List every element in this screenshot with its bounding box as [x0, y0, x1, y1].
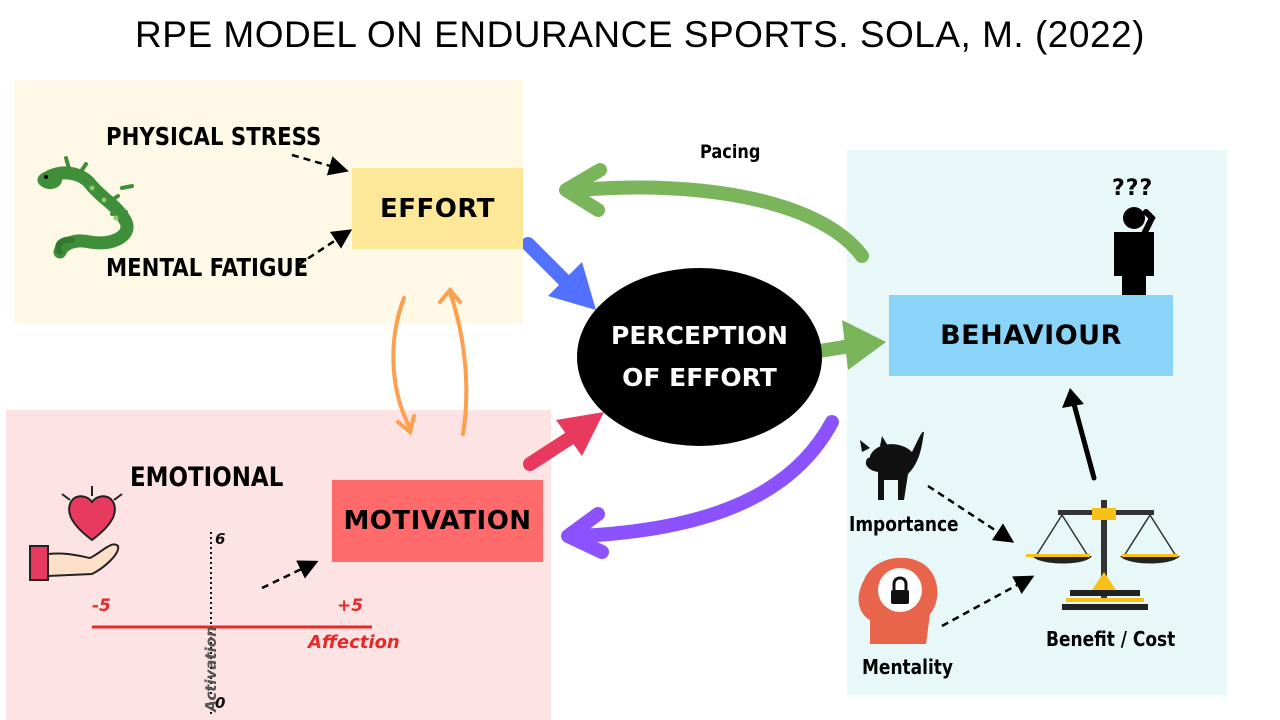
- confused-person-icon: [1114, 207, 1156, 304]
- pacing-arrow: [559, 163, 869, 263]
- scale-to-behaviour-arrow: [1062, 388, 1097, 481]
- mentality-to-scale-arrow: [941, 575, 1035, 628]
- locked-head-icon: [858, 557, 938, 644]
- mental-fatigue-label: MENTAL FATIGUE: [106, 253, 309, 282]
- importance-label: Importance: [849, 512, 959, 536]
- diagram-title: RPE MODEL ON ENDURANCE SPORTS. SOLA, M. …: [135, 14, 1145, 55]
- effort-motivation-loop-arrows: [391, 286, 469, 436]
- activation-min-label: 0: [215, 694, 226, 712]
- stress-to-effort-arrow: [291, 153, 349, 176]
- mentality-label: Mentality: [862, 655, 954, 679]
- emotional-label: EMOTIONAL: [130, 462, 284, 493]
- effort-box: EFFORT: [352, 168, 523, 249]
- importance-to-scale-arrow: [927, 484, 1015, 543]
- pacing-label: Pacing: [700, 141, 761, 163]
- scared-cat-icon: [860, 431, 924, 500]
- physical-stress-label: PHYSICAL STRESS: [106, 122, 322, 151]
- fatigue-to-effort-arrow: [297, 229, 353, 267]
- axes-to-motivation-arrow: [261, 560, 319, 590]
- perception-line-1: PERCEPTION: [611, 321, 788, 350]
- benefit-cost-label: Benefit / Cost: [1046, 627, 1176, 651]
- effort-to-perception-arrow: [521, 237, 596, 310]
- lizard-icon: [37, 156, 134, 259]
- heart-in-hand-icon: [29, 486, 123, 581]
- motivation-to-perception-arrow: [523, 412, 604, 471]
- affection-min-label: -5: [92, 596, 111, 616]
- perception-of-effort-node: PERCEPTION OF EFFORT: [577, 268, 822, 446]
- affection-axis-label: Affection: [308, 632, 400, 653]
- perception-to-motivation-arrow: [561, 415, 839, 559]
- affection-max-label: +5: [337, 596, 364, 616]
- perception-to-behaviour-arrow: [807, 320, 886, 370]
- question-marks: ???: [1112, 176, 1154, 201]
- motivation-box: MOTIVATION: [332, 480, 543, 562]
- activation-axis-label: Activation: [201, 626, 220, 712]
- activation-max-label: 6: [215, 530, 226, 548]
- balance-scale-icon: [1026, 500, 1180, 610]
- perception-line-2: OF EFFORT: [622, 363, 777, 392]
- behaviour-box: BEHAVIOUR: [889, 295, 1173, 376]
